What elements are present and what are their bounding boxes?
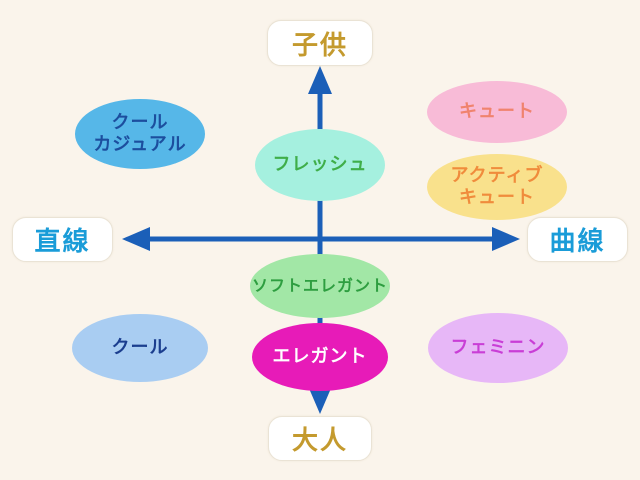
up-arrowhead-icon (308, 66, 332, 94)
axis-label-right-text: 曲線 (549, 227, 606, 257)
bubble-active-cute: アクティブ キュート (427, 154, 567, 220)
axis-label-right: 曲線 (527, 217, 628, 262)
bubble-fresh: フレッシュ (255, 129, 385, 201)
down-arrowhead-icon (308, 386, 332, 414)
left-arrowhead-icon (122, 227, 150, 251)
bubble-cute: キュート (427, 81, 567, 143)
bubble-feminine: フェミニン (428, 313, 568, 383)
axis-label-bottom-text: 大人 (291, 426, 348, 456)
right-arrowhead-icon (492, 227, 520, 251)
axis-label-top-text: 子供 (291, 30, 348, 61)
bubble-cool: クール (72, 314, 208, 382)
bubble-soft-elegant: ソフトエレガント (250, 254, 390, 318)
bubble-cool-casual: クール カジュアル (75, 99, 205, 169)
horizontal-axis (122, 227, 520, 251)
axis-label-bottom: 大人 (268, 416, 372, 461)
axis-label-left: 直線 (12, 217, 113, 262)
axis-label-left-text: 直線 (34, 227, 91, 257)
axis-label-top: 子供 (267, 20, 373, 66)
bubble-elegant: エレガント (252, 323, 388, 391)
